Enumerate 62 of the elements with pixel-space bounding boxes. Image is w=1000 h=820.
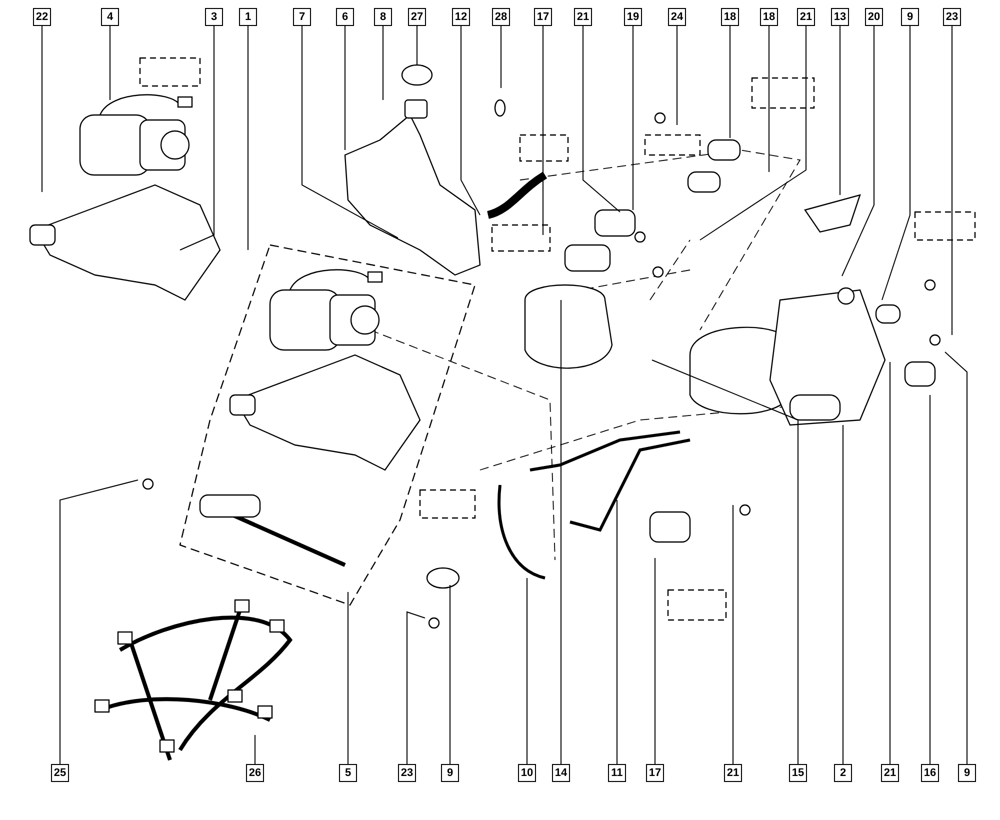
leader-line — [406, 611, 426, 764]
callout-number: 17 — [534, 8, 552, 26]
leader-line — [700, 26, 806, 240]
callout-number: 8 — [374, 8, 392, 26]
callout-number: 21 — [574, 8, 592, 26]
leader-line — [302, 26, 398, 238]
callout-number: 21 — [797, 8, 815, 26]
leader-line — [732, 504, 734, 764]
leader-line — [560, 300, 562, 764]
leader-line — [842, 26, 874, 276]
leader-line — [676, 26, 678, 126]
leader-line — [526, 578, 528, 764]
callout-number: 21 — [724, 764, 742, 782]
leader-line — [582, 26, 620, 212]
callout-number: 17 — [646, 764, 664, 782]
leader-line — [460, 26, 480, 216]
leader-line — [382, 26, 384, 100]
callout-number: 3 — [205, 8, 223, 26]
callout-number: 28 — [492, 8, 510, 26]
leader-line — [632, 26, 634, 210]
leader-line — [944, 352, 968, 764]
leader-line — [652, 360, 798, 764]
callout-number: 13 — [831, 8, 849, 26]
callout-number: 18 — [721, 8, 739, 26]
callout-number: 6 — [336, 8, 354, 26]
callout-number: 26 — [246, 764, 264, 782]
callout-number: 2 — [834, 764, 852, 782]
callout-number: 11 — [608, 764, 626, 782]
callout-number: 9 — [958, 764, 976, 782]
leader-line — [180, 26, 214, 250]
callout-number: 25 — [51, 764, 69, 782]
callout-number: 4 — [101, 8, 119, 26]
callout-number: 19 — [624, 8, 642, 26]
callout-number: 7 — [293, 8, 311, 26]
callout-number: 20 — [865, 8, 883, 26]
callout-number: 23 — [398, 764, 416, 782]
leader-line — [842, 424, 844, 764]
leader-line — [254, 734, 256, 764]
callout-number: 9 — [441, 764, 459, 782]
callout-number: 21 — [881, 764, 899, 782]
callout-number: 12 — [452, 8, 470, 26]
callout-number: 9 — [901, 8, 919, 26]
callout-number: 22 — [33, 8, 51, 26]
leader-line — [768, 26, 770, 172]
callout-number: 27 — [408, 8, 426, 26]
callout-number: 24 — [668, 8, 686, 26]
leader-line — [344, 26, 346, 150]
leader-line — [416, 26, 418, 66]
leader-line — [500, 26, 502, 88]
callout-number: 15 — [789, 764, 807, 782]
callout-number: 10 — [518, 764, 536, 782]
callout-number: 14 — [552, 764, 570, 782]
callout-number: 18 — [760, 8, 778, 26]
callout-number: 16 — [921, 764, 939, 782]
leader-line — [882, 26, 910, 300]
callout-number: 5 — [339, 764, 357, 782]
callout-number: 23 — [943, 8, 961, 26]
callout-number: 1 — [239, 8, 257, 26]
leader-line — [616, 500, 618, 764]
leader-line — [654, 558, 656, 764]
leader-line — [542, 26, 544, 236]
leader-line — [60, 480, 138, 764]
